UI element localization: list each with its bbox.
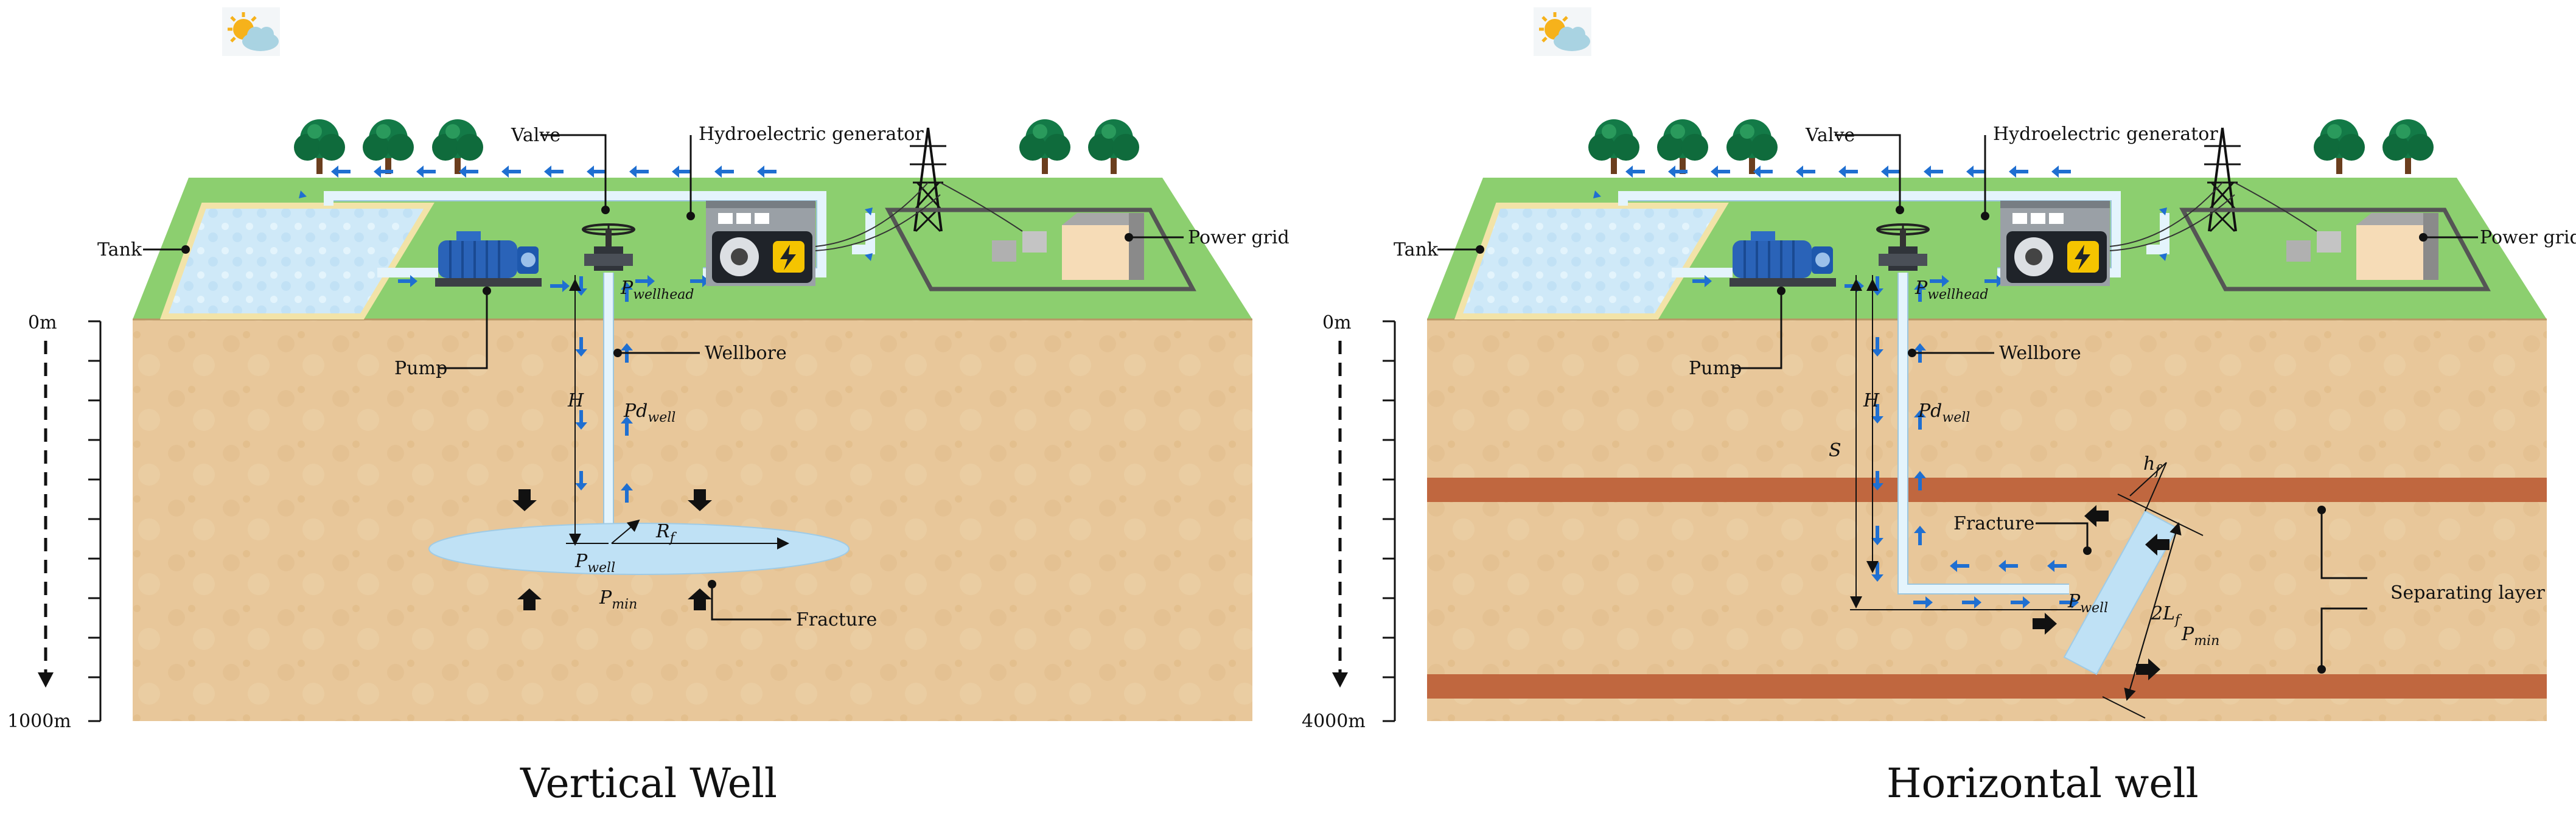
horizontal-well-caption: Horizontal well <box>1887 760 2199 807</box>
vertical-well-panel: Tank Valve Hydroelectric generator Power… <box>7 7 1290 807</box>
depth-bottom-label: 4000m <box>1302 711 1366 732</box>
water-tank <box>159 203 435 319</box>
well-pressure-symbol: Pwell <box>2067 591 2108 616</box>
fracture-ellipse <box>428 523 850 575</box>
min-pressure-symbol: Pmin <box>599 587 637 612</box>
soil-block <box>1427 319 2547 721</box>
depth-bottom-label: 1000m <box>7 711 71 732</box>
depth-symbol: S <box>1829 440 1841 461</box>
min-pressure-symbol: Pmin <box>2181 624 2219 649</box>
vertical-well-caption: Vertical Well <box>520 760 777 807</box>
power-grid-label: Power grid <box>1188 227 1290 248</box>
tree-icon <box>1657 119 1708 174</box>
tree-icon <box>2382 119 2434 174</box>
tree-icon <box>363 119 414 174</box>
tree-icon <box>432 119 483 174</box>
valve-label: Valve <box>511 125 560 146</box>
height-symbol: H <box>1863 390 1880 411</box>
pump-label: Pump <box>394 358 447 379</box>
power-grid-label: Power grid <box>2480 227 2576 248</box>
wellhead-pressure-symbol: Pwellhead <box>1915 277 1989 302</box>
tree-icon <box>1019 119 1070 174</box>
wellbore-label: Wellbore <box>705 343 787 364</box>
fracture-label: Fracture <box>1953 513 2034 534</box>
separating-layer-label: Separating layer <box>2390 582 2546 604</box>
horizontal-well-panel: Tank Valve Hydroelectric generator Power… <box>1302 7 2576 807</box>
depth-scale <box>38 320 102 722</box>
tree-icon <box>1088 119 1139 174</box>
generator-icon <box>2000 201 2110 286</box>
water-tank <box>1454 203 1729 319</box>
tank-label: Tank <box>97 239 142 260</box>
wellhead-pressure-symbol: Pwellhead <box>620 277 694 302</box>
valve-label: Valve <box>1805 125 1855 146</box>
tree-icon <box>1588 119 1639 174</box>
tree-icon <box>2314 119 2365 174</box>
tank-label: Tank <box>1394 239 1439 260</box>
pump-label: Pump <box>1689 358 1742 379</box>
generator-label: Hydroelectric generator <box>1993 124 2218 145</box>
fracture-label: Fracture <box>796 609 877 630</box>
tree-icon <box>294 119 345 174</box>
separating-layer-bottom <box>1427 674 2547 699</box>
height-symbol: H <box>567 390 584 411</box>
wellbore-label: Wellbore <box>1999 343 2081 364</box>
depth-top-label: 0m <box>28 312 57 333</box>
generator-label: Hydroelectric generator <box>699 124 924 145</box>
weather-icon <box>1534 7 1591 56</box>
generator-icon <box>706 201 815 286</box>
well-pressure-symbol: Pwell <box>574 551 615 576</box>
separating-layer-top <box>1427 478 2547 502</box>
depth-top-label: 0m <box>1322 312 1352 333</box>
fracture-plane <box>2063 510 2179 675</box>
tree-icon <box>1726 119 1778 174</box>
weather-icon <box>222 7 280 56</box>
soil-block <box>133 319 1252 721</box>
pressure-drop-symbol: Pdwell <box>1918 400 1970 425</box>
depth-scale <box>1332 320 1396 722</box>
pressure-drop-symbol: Pdwell <box>623 400 675 425</box>
